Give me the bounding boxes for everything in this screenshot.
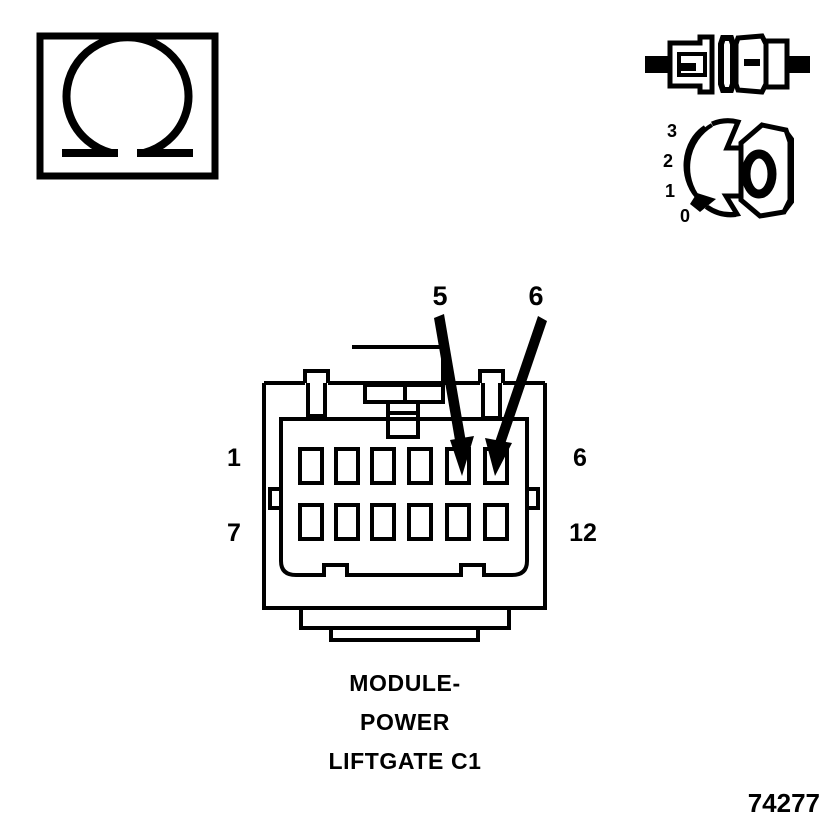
callout-arrows <box>434 314 547 476</box>
figure-number: 74277 <box>748 788 820 818</box>
ohm-symbol-icon <box>36 32 219 180</box>
ignition-position-0: 0 <box>680 206 690 226</box>
callout-label-5: 5 <box>432 281 447 311</box>
caption-line-3: LIFTGATE C1 <box>328 748 481 774</box>
pin-label-bottom-right: 12 <box>569 519 597 547</box>
pin-label-top-right: 6 <box>573 444 587 472</box>
ignition-position-3: 3 <box>667 121 677 141</box>
callout-label-6: 6 <box>528 281 543 311</box>
ignition-position-2: 2 <box>663 151 673 171</box>
ignition-switch-icon: 3 2 1 0 <box>663 118 794 226</box>
connector-body <box>262 345 547 642</box>
ignition-position-1: 1 <box>665 181 675 201</box>
caption-line-2: POWER <box>360 709 450 735</box>
pin-label-bottom-left: 7 <box>227 519 241 547</box>
caption-line-1: MODULE- <box>349 670 461 696</box>
connector-disconnected-icon <box>645 33 810 95</box>
pin-label-top-left: 1 <box>227 444 241 472</box>
